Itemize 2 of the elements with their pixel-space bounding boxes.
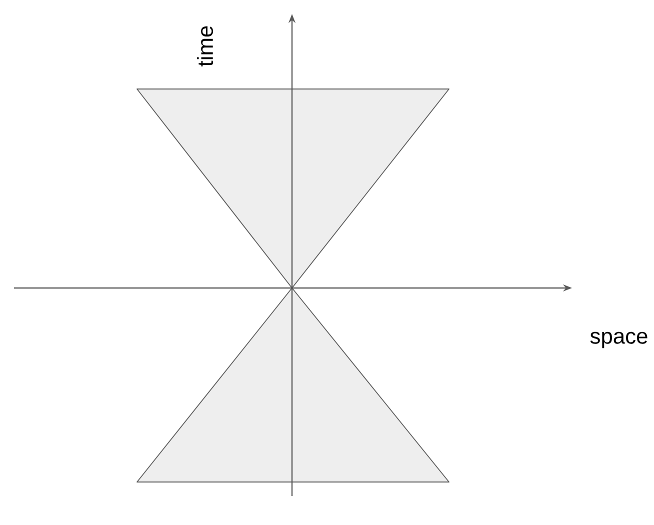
axis-label: time: [196, 26, 214, 66]
axis-label: space: [590, 332, 648, 348]
